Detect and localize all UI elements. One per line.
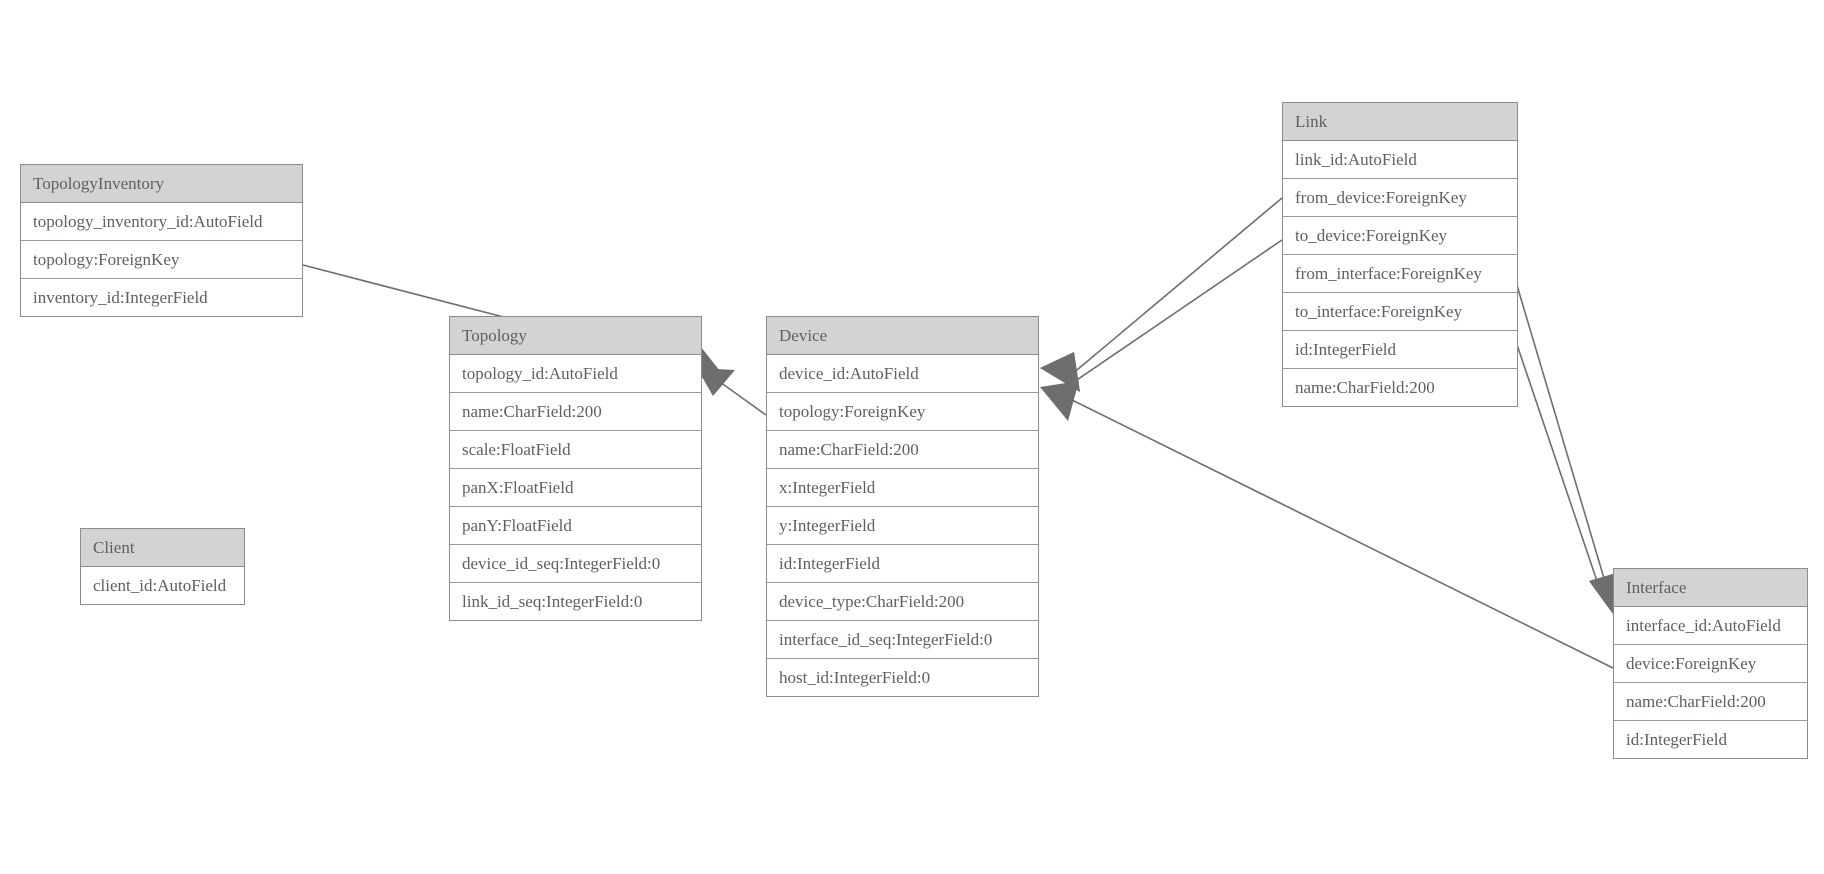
edge-link-to-interface [1509, 323, 1623, 614]
field-interface-interface-id[interactable]: interface_id:AutoField [1614, 607, 1807, 644]
field-link-to-interface[interactable]: to_interface:ForeignKey [1283, 292, 1517, 330]
field-link-name[interactable]: name:CharField:200 [1283, 368, 1517, 406]
entity-interface[interactable]: Interface interface_id:AutoField device:… [1613, 568, 1808, 759]
entity-link[interactable]: Link link_id:AutoField from_device:Forei… [1282, 102, 1518, 407]
entity-title-topology: Topology [450, 317, 701, 355]
edge-link-from-interface [1515, 281, 1623, 614]
field-topology-topology-id[interactable]: topology_id:AutoField [450, 355, 701, 392]
entity-title-interface: Interface [1614, 569, 1807, 607]
entity-title-topology-inventory: TopologyInventory [21, 165, 302, 203]
field-topology-inventory-id[interactable]: topology_inventory_id:AutoField [21, 203, 302, 240]
field-link-to-device[interactable]: to_device:ForeignKey [1283, 216, 1517, 254]
field-link-from-device[interactable]: from_device:ForeignKey [1283, 178, 1517, 216]
field-link-id[interactable]: id:IntegerField [1283, 330, 1517, 368]
field-topology-inventory-topology[interactable]: topology:ForeignKey [21, 240, 302, 278]
field-topology-device-id-seq[interactable]: device_id_seq:IntegerField:0 [450, 544, 701, 582]
field-client-client-id[interactable]: client_id:AutoField [81, 567, 244, 604]
edge-interface-device [1040, 381, 1614, 669]
field-topology-panx[interactable]: panX:FloatField [450, 468, 701, 506]
field-topology-link-id-seq[interactable]: link_id_seq:IntegerField:0 [450, 582, 701, 620]
field-device-device-id[interactable]: device_id:AutoField [767, 355, 1038, 392]
entity-device[interactable]: Device device_id:AutoField topology:Fore… [766, 316, 1039, 697]
field-link-from-interface[interactable]: from_interface:ForeignKey [1283, 254, 1517, 292]
field-device-topology[interactable]: topology:ForeignKey [767, 392, 1038, 430]
field-interface-device[interactable]: device:ForeignKey [1614, 644, 1807, 682]
field-topology-inventory-inventory-id[interactable]: inventory_id:IntegerField [21, 278, 302, 316]
field-topology-scale[interactable]: scale:FloatField [450, 430, 701, 468]
field-interface-id[interactable]: id:IntegerField [1614, 720, 1807, 758]
field-device-x[interactable]: x:IntegerField [767, 468, 1038, 506]
field-link-link-id[interactable]: link_id:AutoField [1283, 141, 1517, 178]
entity-title-link: Link [1283, 103, 1517, 141]
entity-topology[interactable]: Topology topology_id:AutoField name:Char… [449, 316, 702, 621]
field-topology-pany[interactable]: panY:FloatField [450, 506, 701, 544]
edge-link-from-device [1040, 197, 1283, 392]
field-interface-name[interactable]: name:CharField:200 [1614, 682, 1807, 720]
field-device-name[interactable]: name:CharField:200 [767, 430, 1038, 468]
field-topology-name[interactable]: name:CharField:200 [450, 392, 701, 430]
edge-link-to-device [1040, 239, 1283, 392]
field-device-device-type[interactable]: device_type:CharField:200 [767, 582, 1038, 620]
field-device-id[interactable]: id:IntegerField [767, 544, 1038, 582]
entity-topology-inventory[interactable]: TopologyInventory topology_inventory_id:… [20, 164, 303, 317]
entity-title-client: Client [81, 529, 244, 567]
field-device-y[interactable]: y:IntegerField [767, 506, 1038, 544]
edge-device-topology [697, 368, 767, 416]
entity-title-device: Device [767, 317, 1038, 355]
field-device-host-id[interactable]: host_id:IntegerField:0 [767, 658, 1038, 696]
entity-client[interactable]: Client client_id:AutoField [80, 528, 245, 605]
field-device-interface-id-seq[interactable]: interface_id_seq:IntegerField:0 [767, 620, 1038, 658]
